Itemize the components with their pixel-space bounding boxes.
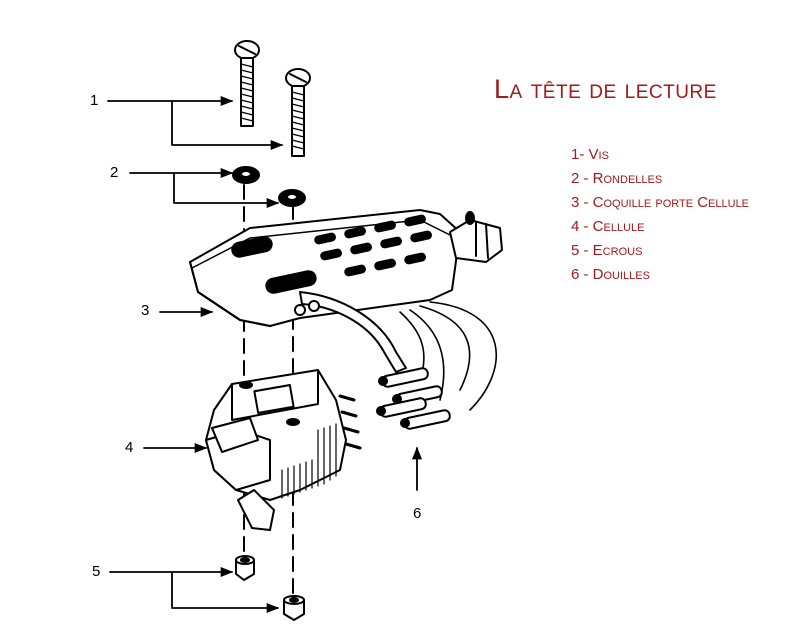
pin-sleeve-3	[376, 397, 427, 418]
callout-1: 1	[90, 92, 99, 109]
callout-6: 6	[413, 505, 422, 522]
mount-slots	[231, 236, 317, 294]
headshell-body	[189, 209, 503, 373]
nut-2	[283, 595, 305, 621]
leader-lines	[107, 95, 423, 614]
diagram-title: La tête de lecture	[494, 74, 717, 104]
legend-item: 3 - Coquille porte Cellule	[571, 194, 750, 211]
callout-3: 3	[141, 302, 150, 319]
screw-1	[234, 40, 260, 127]
parts-legend: 1- Vis 2 - Rondelles 3 - Coquille porte …	[571, 143, 749, 287]
nut-1	[235, 555, 255, 581]
headshell-holes	[314, 214, 432, 277]
legend-item: 2 - Rondelles	[571, 170, 663, 187]
legend-item: 1- Vis	[571, 146, 609, 163]
callout-5: 5	[92, 563, 101, 580]
washer-1	[232, 166, 260, 184]
legend-item: 4 - Cellule	[571, 218, 645, 235]
finger-lift	[299, 291, 407, 373]
washer-2	[278, 189, 306, 207]
callout-2: 2	[110, 164, 119, 181]
pin-sleeve-4	[400, 409, 451, 430]
legend-item: 6 - Douilles	[571, 266, 650, 283]
connector-collar	[449, 211, 503, 263]
pin-sleeve-1	[378, 367, 429, 388]
screw-2	[285, 68, 311, 157]
callout-4: 4	[125, 439, 134, 456]
legend-item: 5 - Ecrous	[571, 242, 643, 259]
cartridge	[205, 369, 362, 531]
pin-sleeves	[376, 367, 451, 430]
